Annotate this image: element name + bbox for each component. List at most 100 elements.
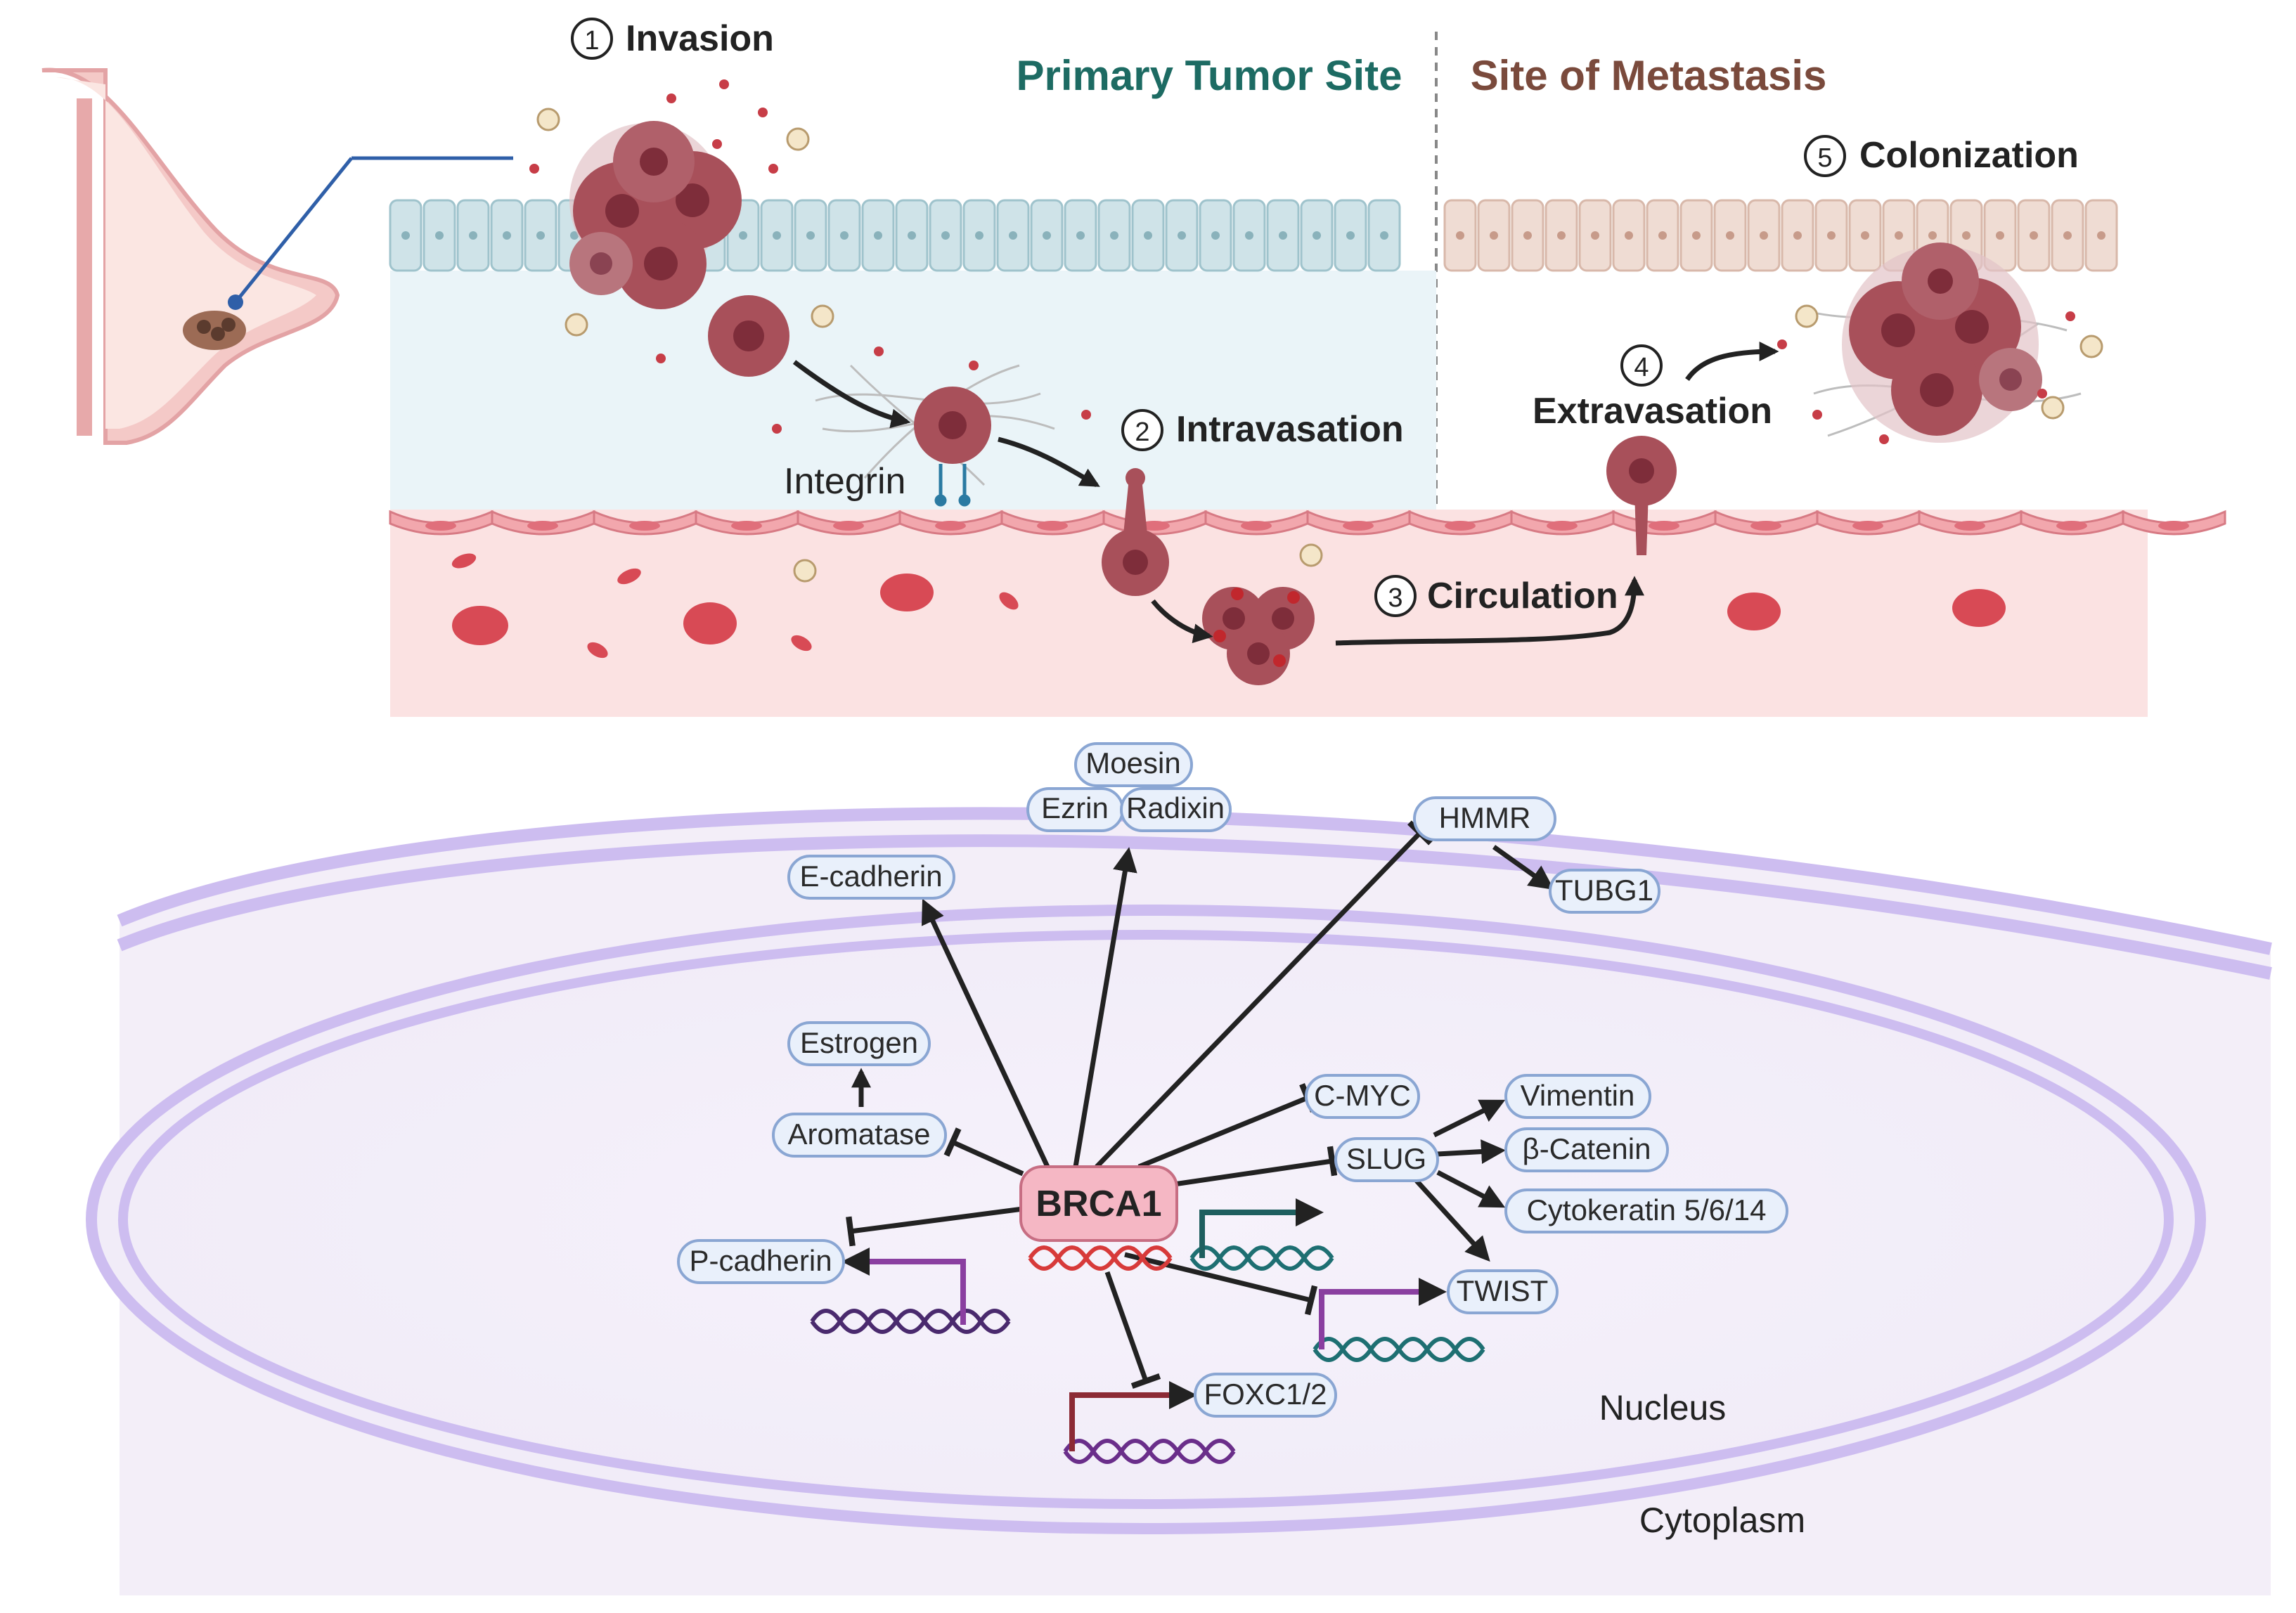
breast-illustration [41, 67, 513, 445]
cell-nucleus [1658, 231, 1667, 240]
protein-label: Estrogen [800, 1026, 918, 1059]
cell-membrane-inner [117, 834, 2272, 980]
cell-diagram [86, 807, 2272, 1595]
protein-label: TUBG1 [1555, 874, 1653, 907]
step-invasion: 1 Invasion [571, 18, 774, 60]
integrin-label: Integrin [784, 461, 905, 502]
protein-label: Cytokeratin 5/6/14 [1527, 1193, 1767, 1226]
step-number: 1 [584, 26, 599, 56]
cell-nucleus [941, 231, 950, 240]
cell-nucleus [1827, 231, 1836, 240]
nucleus-label: Nucleus [1599, 1388, 1727, 1427]
foxc-pill: FOXC1/2 [1194, 1373, 1337, 1418]
circulating-tumor-cluster [1202, 587, 1315, 685]
protein-label: E-cadherin [799, 860, 942, 893]
step-number-badge [1804, 135, 1846, 177]
endothelial-nucleus [833, 521, 864, 531]
primary-tumor-site-label: Primary Tumor Site [1016, 52, 1402, 99]
cell-nucleus [1726, 231, 1734, 240]
step-number-badge [1374, 575, 1417, 617]
cell-nucleus [739, 231, 747, 240]
step-number-badge [1121, 409, 1163, 451]
endothelial-nucleus [1547, 521, 1578, 531]
protein-label: HMMR [1439, 801, 1531, 834]
cell-nucleus [1076, 231, 1085, 240]
brca1-label: BRCA1 [1036, 1184, 1161, 1224]
interaction-lines [846, 820, 1554, 1389]
stroma-primary [390, 271, 1436, 510]
step-number-badge [1620, 344, 1663, 387]
cell-nucleus [1346, 231, 1355, 240]
endothelial-cell [2122, 510, 2226, 536]
step-label: Intravasation [1176, 409, 1404, 450]
cell-nucleus [2097, 231, 2105, 240]
cell-nucleus [1861, 231, 1869, 240]
cell-nucleus [435, 231, 444, 240]
cell-nucleus [773, 231, 781, 240]
protein-label: Moesin [1085, 746, 1180, 779]
tubg1-pill: TUBG1 [1549, 869, 1660, 914]
endothelial-nucleus [2056, 521, 2087, 531]
protein-label: Radixin [1126, 791, 1225, 824]
step-circulation: 3 Circulation [1374, 575, 1618, 617]
endothelial-nucleus [1343, 521, 1374, 531]
endothelium [389, 510, 2226, 536]
cell-nucleus [536, 231, 545, 240]
endothelial-nucleus [527, 521, 558, 531]
step-number: 3 [1388, 583, 1402, 613]
cytoplasm-label: Cytoplasm [1639, 1501, 1805, 1540]
extravasating-cell [1606, 436, 1677, 555]
moesin-pill: Moesin [1074, 742, 1193, 787]
cell-nucleus [1043, 231, 1051, 240]
endothelial-nucleus [1649, 521, 1679, 531]
estrogen-pill: Estrogen [787, 1021, 931, 1066]
endothelial-nucleus [629, 521, 660, 531]
exosomes [536, 108, 2103, 583]
dna-brca1 [1028, 1245, 1173, 1271]
flow-arrows [792, 342, 1779, 646]
cell-nucleus [1144, 231, 1152, 240]
integrin-receptors [934, 464, 971, 507]
endothelial-nucleus [731, 521, 762, 531]
cell-nucleus [1490, 231, 1498, 240]
cell-nucleus [1591, 231, 1599, 240]
cell-nucleus [1009, 231, 1017, 240]
endothelial-nucleus [1445, 521, 1476, 531]
step-label: Extravasation [1533, 391, 1772, 432]
cell-nucleus [1523, 231, 1532, 240]
step-number: 2 [1135, 417, 1149, 447]
cell-nucleus [1996, 231, 2004, 240]
step-intravasation: 2 Intravasation [1121, 409, 1404, 451]
cell-nucleus [1962, 231, 1971, 240]
cell-nucleus [840, 231, 849, 240]
bcatenin-pill: β-Catenin [1504, 1127, 1669, 1172]
protein-label: Ezrin [1041, 791, 1109, 824]
red-blood-cells [451, 553, 2006, 659]
cell-nucleus [975, 231, 983, 240]
vimentin-pill: Vimentin [1504, 1074, 1651, 1119]
cell-nucleus [503, 231, 511, 240]
cell-nucleus [1557, 231, 1566, 240]
cell-nucleus [2030, 231, 2038, 240]
hmmr-pill: HMMR [1413, 796, 1556, 841]
cell-nucleus [874, 231, 882, 240]
cell-nucleus [1625, 231, 1633, 240]
epithelium-primary [389, 199, 1401, 272]
dna-twist [1313, 1278, 1485, 1362]
ezrin-pill: Ezrin [1026, 787, 1124, 832]
endothelial-nucleus [1750, 521, 1781, 531]
step-number: 4 [1634, 353, 1649, 382]
twist-pill: TWIST [1447, 1269, 1559, 1314]
cell-nucleus [1895, 231, 1903, 240]
dna-foxc [1063, 1381, 1236, 1464]
cell-nucleus [1793, 231, 1802, 240]
step-number: 5 [1817, 143, 1832, 173]
dna-target-teal [1189, 1198, 1334, 1271]
protein-label: SLUG [1346, 1142, 1426, 1175]
cell-nucleus [1692, 231, 1701, 240]
protein-label: TWIST [1457, 1274, 1549, 1307]
cell-nucleus [1380, 231, 1388, 240]
endothelial-nucleus [1241, 521, 1272, 531]
cell-nucleus [2063, 231, 2072, 240]
